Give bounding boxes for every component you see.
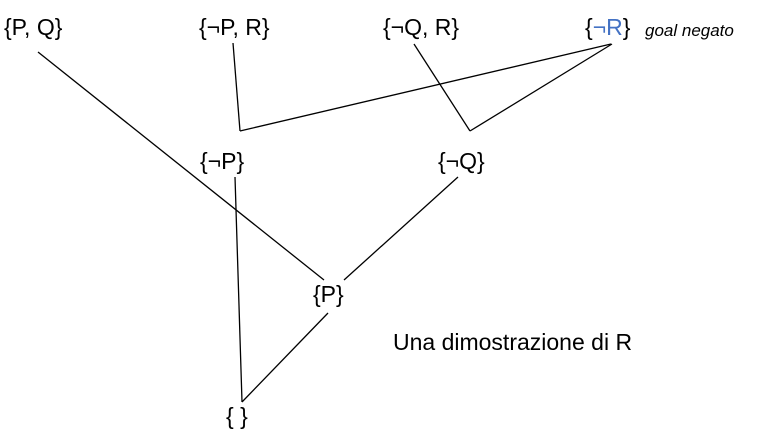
- clause-not-p-r: {¬P, R}: [199, 14, 270, 40]
- edge-p-to-empty: [241, 312, 329, 403]
- clause-not-p: {¬P}: [200, 148, 245, 174]
- empty-clause: { }: [226, 403, 248, 429]
- clause-not-r-open-brace: {: [585, 14, 593, 40]
- diagram-caption: Una dimostrazione di R: [393, 329, 633, 355]
- clause-p-q: {P, Q}: [4, 14, 63, 40]
- edge-np-to-empty: [234, 176, 243, 403]
- edge-nq-to-p: [343, 176, 459, 281]
- negated-goal-literal: ¬R: [592, 14, 623, 40]
- clause-not-r-close-brace: }: [622, 14, 631, 40]
- edge-nqr-to-nq: [413, 43, 471, 132]
- clause-not-q-r: {¬Q, R}: [383, 14, 460, 40]
- edge-nr-to-np: [239, 43, 612, 132]
- goal-negated-note: goal negato: [645, 21, 734, 40]
- edge-nr-to-nq: [469, 43, 613, 132]
- clause-p: {P}: [313, 281, 344, 307]
- clause-not-r: {¬R}: [585, 16, 630, 39]
- edge-pq-to-p: [37, 51, 325, 281]
- edge-npr-to-np: [232, 42, 241, 132]
- clause-not-q: {¬Q}: [438, 148, 485, 174]
